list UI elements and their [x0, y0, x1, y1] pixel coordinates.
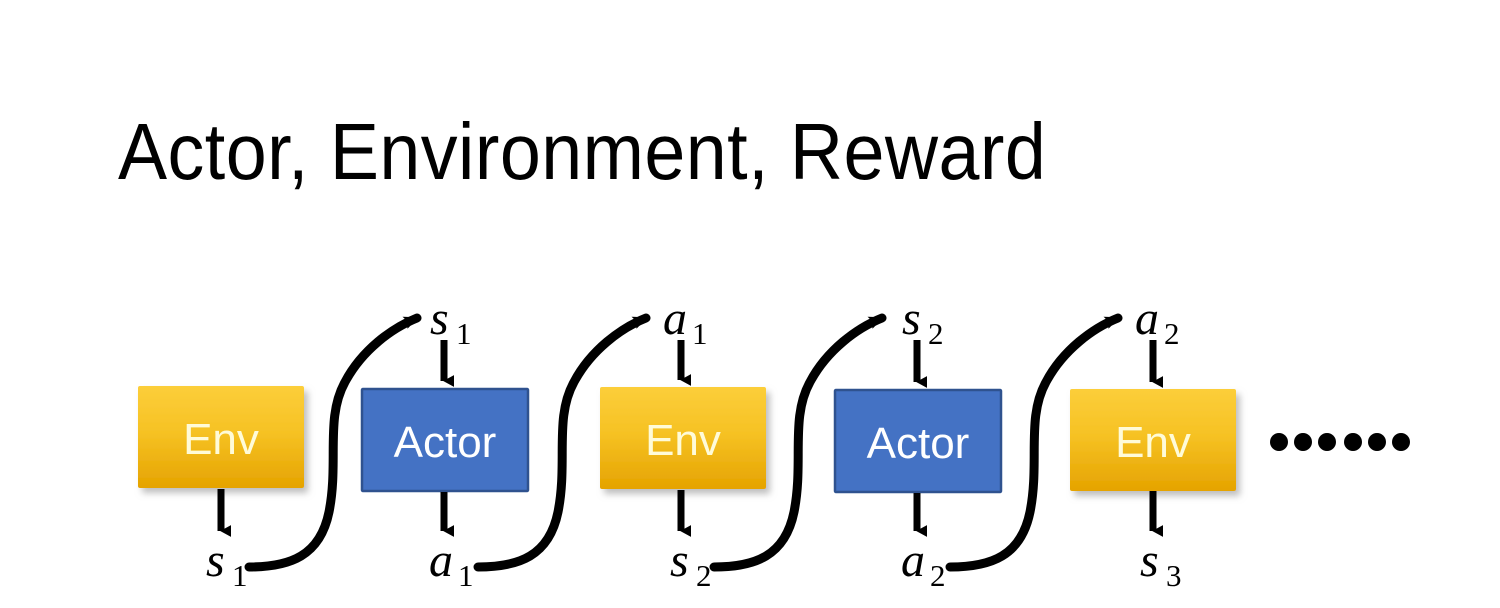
label-bottom-s3-sub: 3 [1166, 558, 1182, 593]
label-top-a2-base: a [1135, 292, 1159, 345]
label-bottom-a2: a 2 [901, 534, 946, 593]
label-bottom-a1-base: a [429, 534, 453, 587]
label-top-s1-sub: 1 [456, 316, 472, 351]
curve-connector-s1 [244, 313, 422, 572]
node-actor-1[interactable]: Actor [360, 387, 530, 493]
label-bottom-a2-base: a [901, 534, 925, 587]
label-top-a2-sub: 2 [1164, 316, 1180, 351]
label-bottom-s1-base: s [206, 534, 225, 587]
curve-connector-a1 [473, 313, 651, 572]
label-bottom-s2-base: s [670, 534, 689, 587]
curve-connector-s2 [709, 313, 887, 572]
page-title: Actor, Environment, Reward [118, 107, 1047, 196]
label-top-a1-sub: 1 [692, 316, 708, 351]
label-top-s2-sub: 2 [928, 316, 944, 351]
env-box-label: Env [1115, 418, 1191, 467]
label-top-s2: s 2 [902, 292, 944, 351]
label-bottom-a2-sub: 2 [930, 558, 946, 593]
label-bottom-s1: s 1 [206, 534, 248, 593]
env-box-label: Env [645, 416, 721, 465]
actor-box-shape [360, 387, 530, 493]
node-env-3[interactable]: Env [1070, 389, 1236, 491]
continuation-ellipsis-icon [1270, 433, 1410, 451]
node-actor-2[interactable]: Actor [833, 388, 1003, 494]
curve-connector-a2 [945, 313, 1123, 572]
label-top-s2-base: s [902, 292, 921, 345]
node-env-1[interactable]: Env [138, 386, 304, 488]
label-bottom-s2-sub: 2 [696, 558, 712, 593]
label-bottom-s1-sub: 1 [232, 558, 248, 593]
actor-box-label: Actor [394, 418, 497, 467]
label-top-s1: s 1 [430, 292, 472, 351]
label-top-a1: a 1 [663, 292, 708, 351]
label-top-a2: a 2 [1135, 292, 1180, 351]
actor-box-label: Actor [867, 419, 970, 468]
label-top-a1-base: a [663, 292, 687, 345]
env-box-shape [1070, 389, 1236, 491]
env-box-shape [600, 387, 766, 489]
label-bottom-s3-base: s [1140, 534, 1159, 587]
label-bottom-s3: s 3 [1140, 534, 1182, 593]
label-bottom-a1: a 1 [429, 534, 474, 593]
env-box-label: Env [183, 415, 259, 464]
actor-box-shape [833, 388, 1003, 494]
node-env-2[interactable]: Env [600, 387, 766, 489]
label-top-s1-base: s [430, 292, 449, 345]
label-bottom-s2: s 2 [670, 534, 712, 593]
env-box-shape [138, 386, 304, 488]
label-bottom-a1-sub: 1 [458, 558, 474, 593]
